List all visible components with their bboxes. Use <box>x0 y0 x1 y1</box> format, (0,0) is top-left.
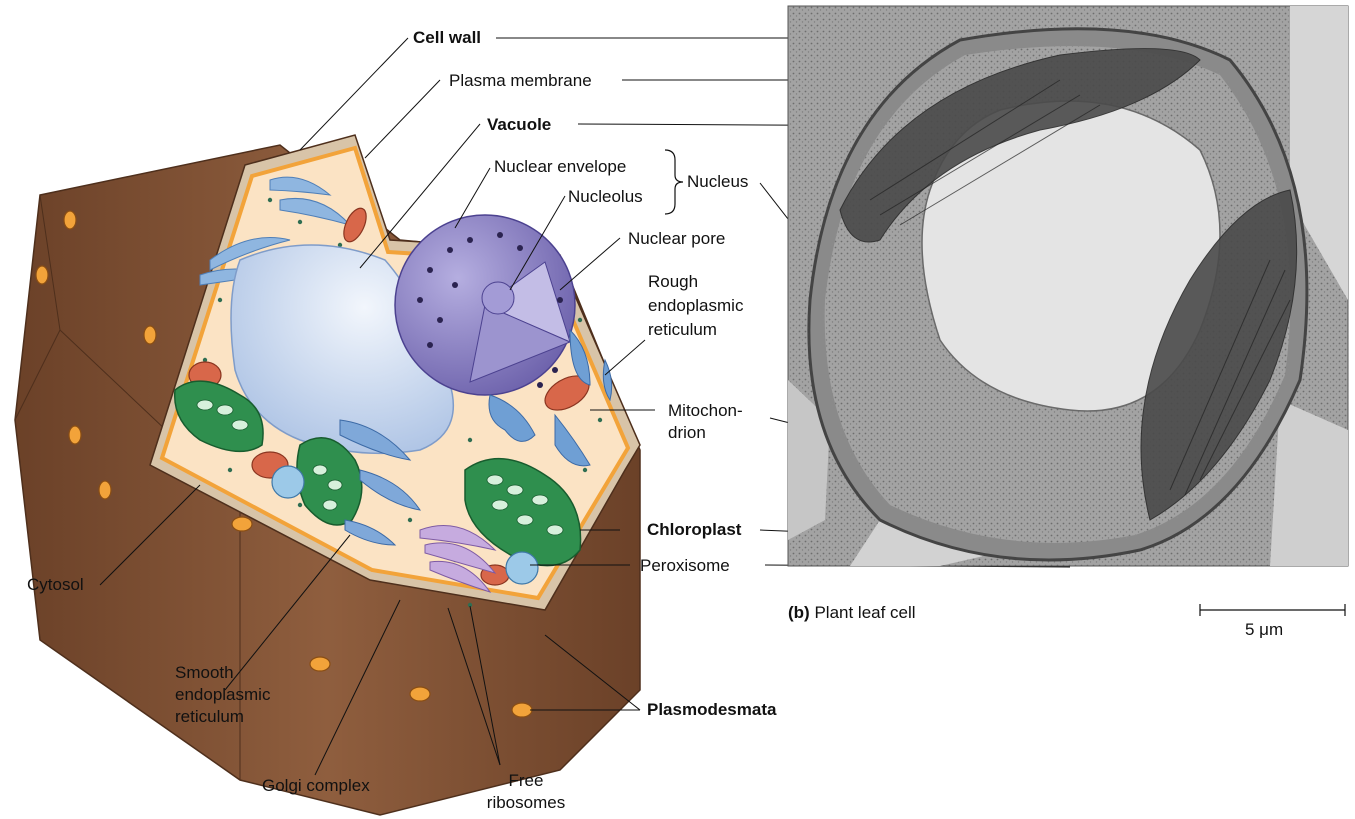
label-golgi-complex: Golgi complex <box>262 776 370 796</box>
figure-caption: (b) Plant leaf cell <box>788 603 916 623</box>
scale-bar-line <box>1200 604 1345 616</box>
label-vacuole: Vacuole <box>487 115 551 135</box>
caption-part: (b) <box>788 603 810 622</box>
label-mitochondrion: Mitochon- drion <box>668 400 743 444</box>
nucleus-brace <box>665 150 683 214</box>
label-plasma-membrane: Plasma membrane <box>449 71 592 91</box>
label-nuclear-pore: Nuclear pore <box>628 229 725 249</box>
scale-bar-label: 5 μm <box>1245 620 1283 640</box>
label-cell-wall: Cell wall <box>413 28 481 48</box>
cell-drawing <box>15 135 640 815</box>
nucleus-shape <box>395 215 575 395</box>
label-plasmodesmata: Plasmodesmata <box>647 700 776 720</box>
label-nucleolus: Nucleolus <box>568 187 643 207</box>
label-cytosol: Cytosol <box>27 575 84 595</box>
label-nuclear-envelope: Nuclear envelope <box>494 157 626 177</box>
label-rough-er: Rough endoplasmic reticulum <box>648 270 743 342</box>
label-chloroplast: Chloroplast <box>647 520 741 540</box>
label-peroxisome: Peroxisome <box>640 556 730 576</box>
label-free-ribosomes: Free ribosomes <box>476 770 576 814</box>
label-nucleus: Nucleus <box>687 172 748 192</box>
electron-micrograph <box>788 6 1348 566</box>
label-smooth-er: Smooth endoplasmic reticulum <box>175 662 270 728</box>
caption-text: Plant leaf cell <box>814 603 915 622</box>
